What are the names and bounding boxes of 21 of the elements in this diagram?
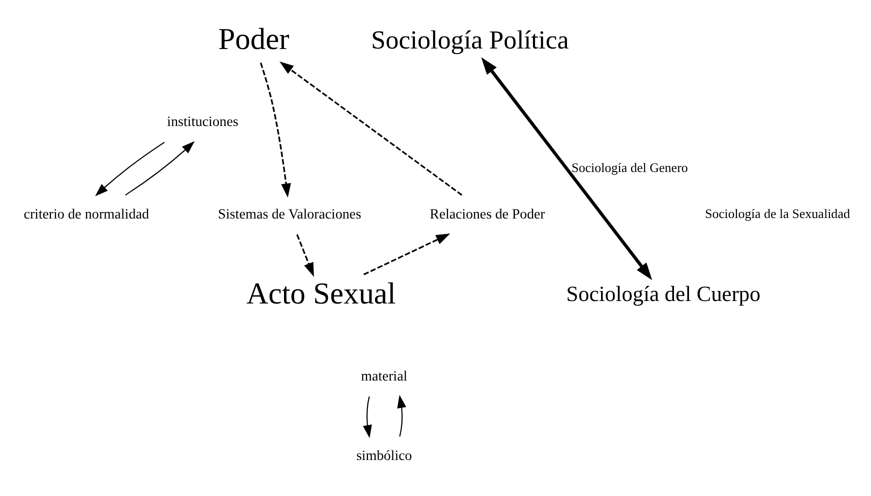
node-text: Acto Sexual [246, 276, 396, 310]
label: Sociología de la Sexualidad [705, 206, 850, 222]
node-text: Relaciones de Poder [430, 206, 545, 223]
arrow [362, 396, 372, 438]
arrow [363, 234, 450, 276]
edge-label: Sociología del Genero [572, 160, 688, 176]
node-text: Sistemas de Valoraciones [218, 206, 362, 223]
arrow [481, 57, 652, 280]
arrow [279, 61, 462, 196]
node-text: Sociología del Cuerpo [566, 282, 761, 306]
node-text: Sociología Política [371, 25, 569, 54]
arrow [397, 394, 406, 437]
node-text: Poder [218, 22, 290, 56]
arrow [260, 62, 291, 198]
node-text: material [361, 368, 408, 384]
node-text: criterio de normalidad [24, 206, 150, 223]
arrow [95, 142, 165, 196]
node-text: instituciones [167, 114, 238, 130]
arrow [296, 234, 314, 277]
node-text: simbólico [356, 448, 412, 464]
arrow [125, 141, 195, 196]
